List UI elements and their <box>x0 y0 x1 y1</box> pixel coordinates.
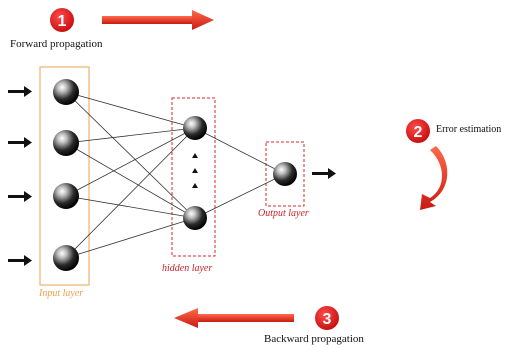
step-3-label: Backward propagation <box>264 333 364 345</box>
input-neuron <box>53 245 79 271</box>
hidden-layer-label: hidden layer <box>162 263 213 274</box>
input-neuron <box>53 79 79 105</box>
step-2-number: 2 <box>414 124 423 141</box>
forward-arrow-icon <box>102 10 214 30</box>
input-neurons <box>53 79 79 271</box>
hidden-neurons <box>183 116 207 230</box>
output-layer-box <box>265 141 305 207</box>
output-neuron <box>273 162 297 186</box>
input-arrow-icon <box>8 191 32 202</box>
hidden-layer-box <box>171 97 216 257</box>
input-arrow-icon <box>8 86 32 97</box>
backward-arrow-icon <box>174 308 294 328</box>
input-neuron <box>53 183 79 209</box>
step-2-label: Error estimation <box>436 124 502 135</box>
input-arrow-icon <box>8 255 32 266</box>
step-2-badge: 2 <box>406 119 430 143</box>
connections <box>65 91 286 259</box>
input-layer-label: Input layer <box>39 288 84 299</box>
input-arrow-icon <box>8 137 32 148</box>
input-layer-box <box>39 66 90 286</box>
output-arrow-icon <box>312 168 336 179</box>
step-1-label: Forward propagation <box>10 38 103 50</box>
step-1-number: 1 <box>58 13 67 30</box>
curved-arrow-icon <box>420 146 448 210</box>
input-neuron <box>53 130 79 156</box>
hidden-neuron <box>183 116 207 140</box>
hidden-ellipsis <box>192 153 198 188</box>
step-1-badge: 1 <box>50 8 74 32</box>
input-arrows <box>8 86 32 266</box>
step-3-badge: 3 <box>315 306 339 330</box>
output-layer-label: Output layer <box>258 208 309 219</box>
step-3-number: 3 <box>323 311 332 328</box>
hidden-neuron <box>183 206 207 230</box>
